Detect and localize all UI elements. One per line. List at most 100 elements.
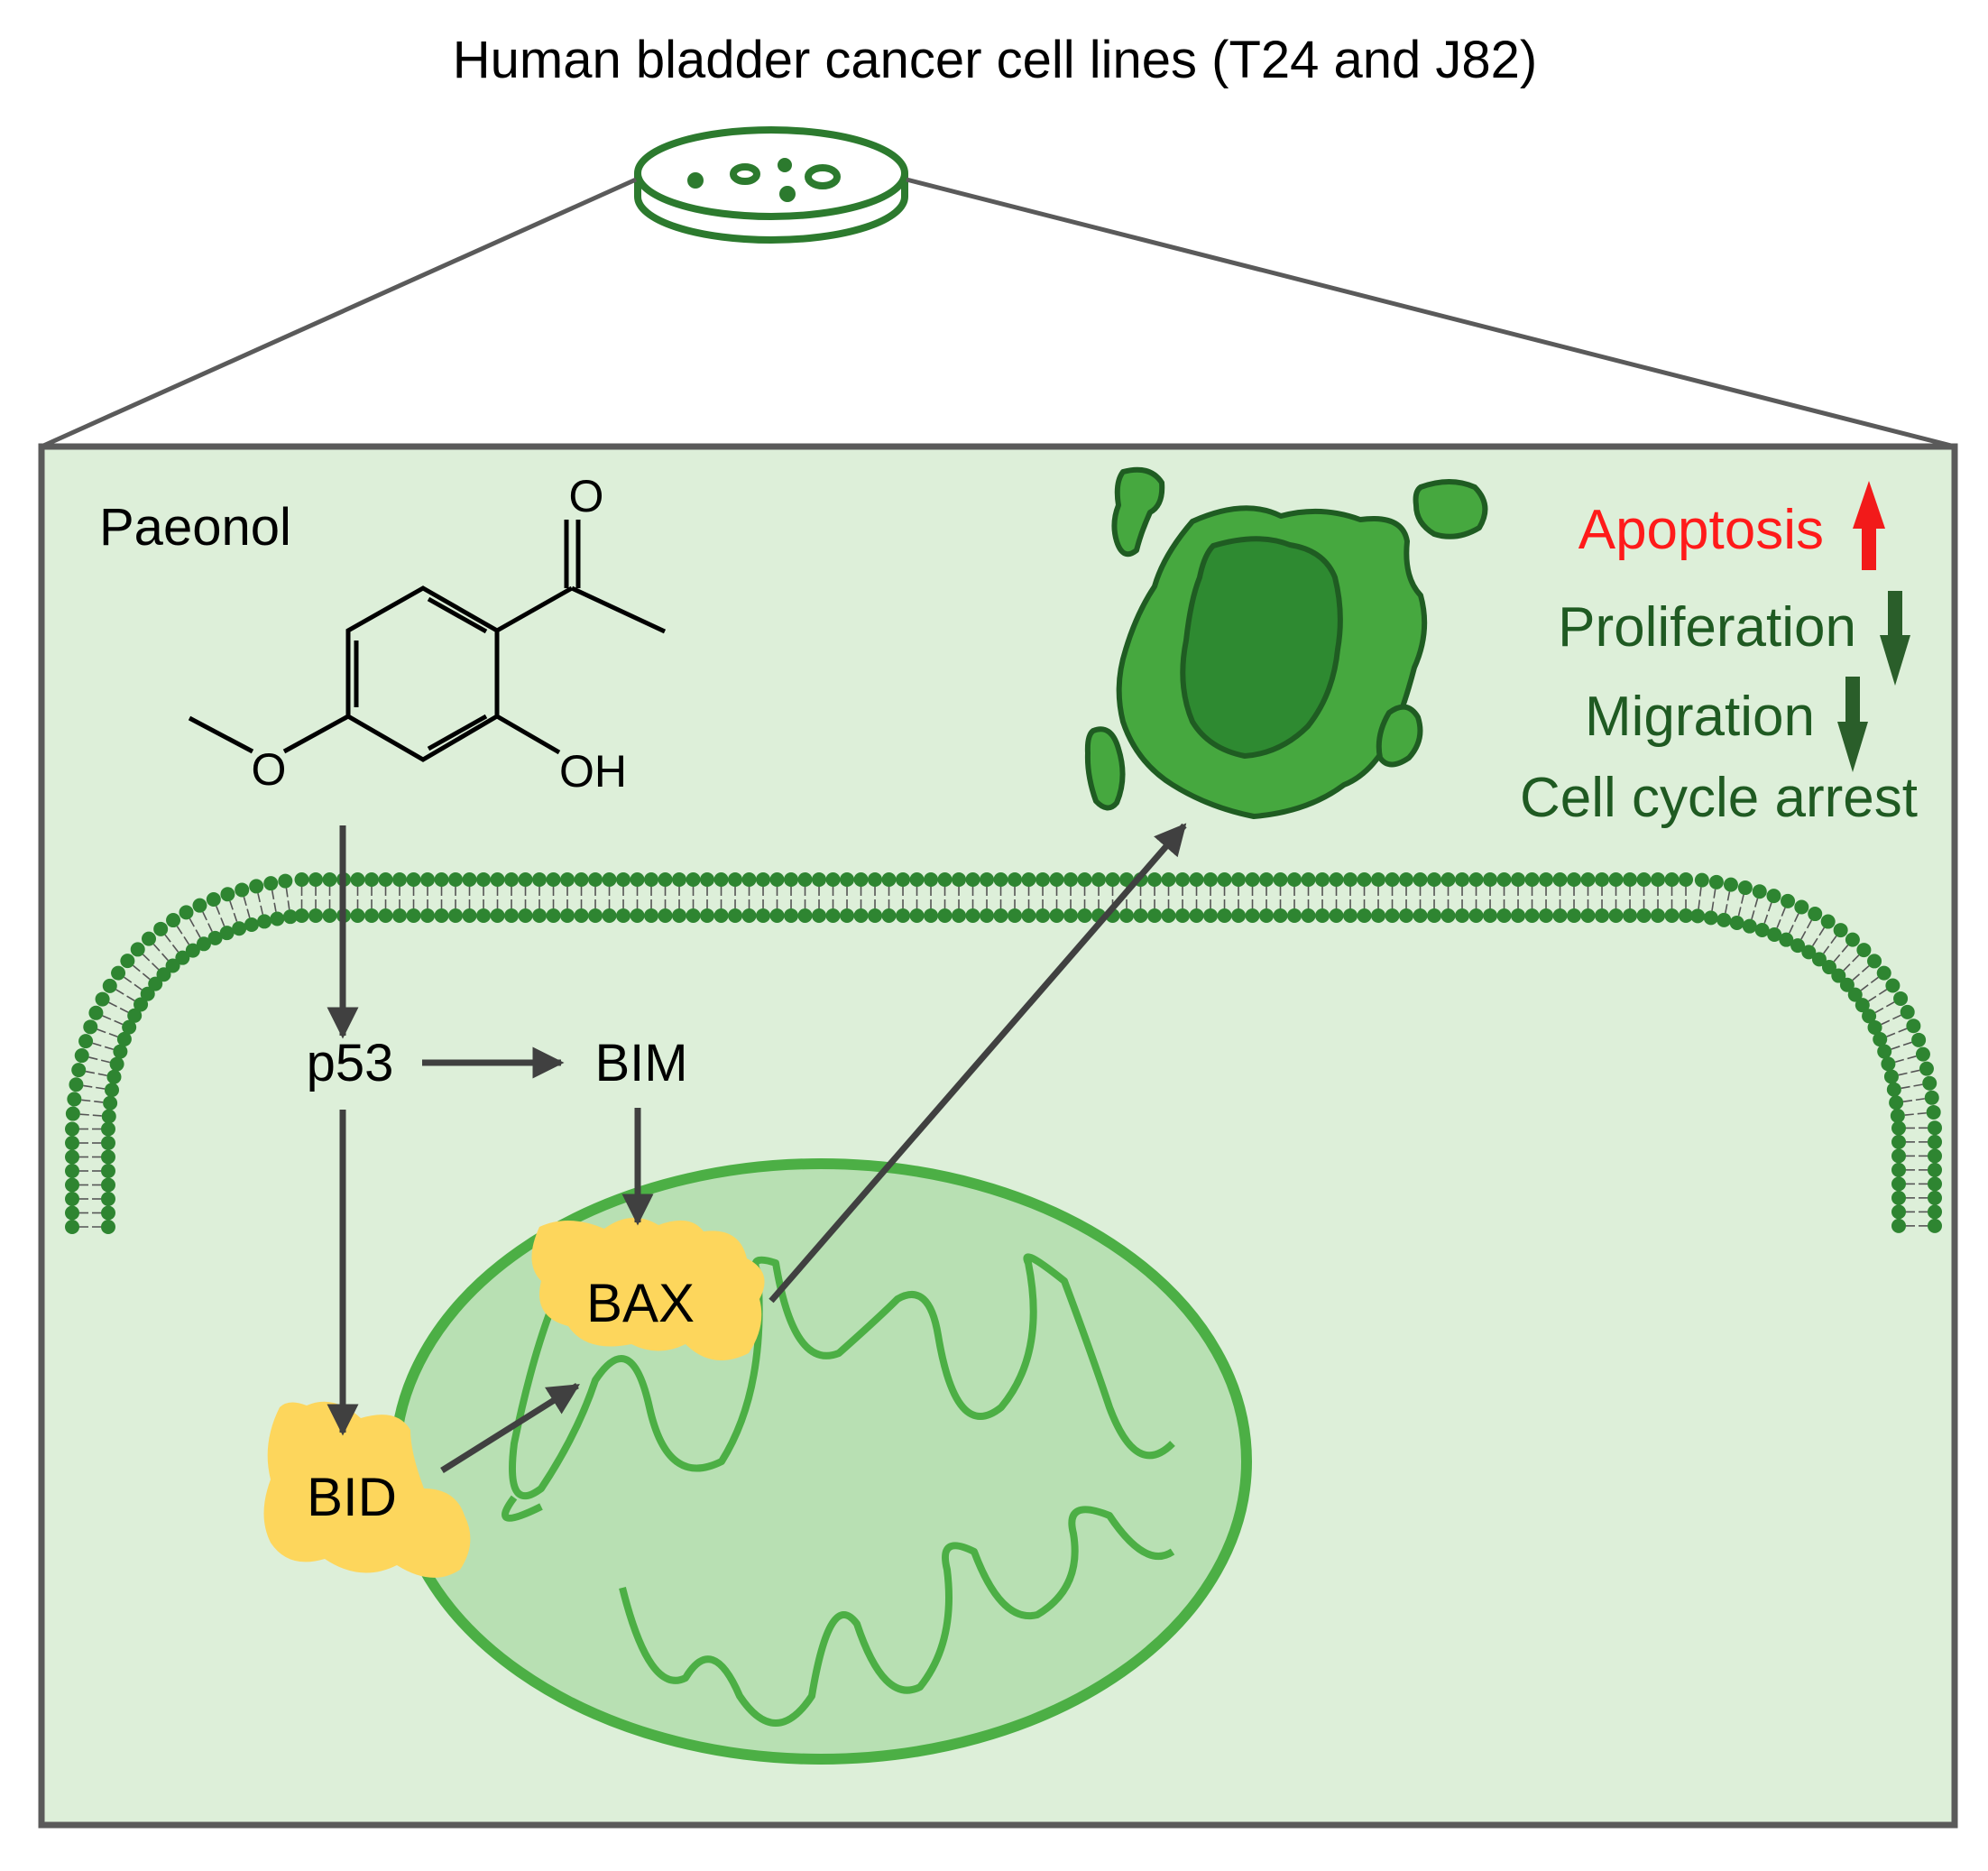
lipid-head: [1246, 908, 1260, 923]
lipid-head: [519, 872, 533, 887]
lipid-head: [1371, 908, 1385, 923]
lipid-head: [812, 872, 826, 887]
lipid-head: [1928, 1163, 1942, 1177]
lipid-head: [476, 872, 491, 887]
lipid-head: [770, 908, 785, 923]
lipid-head: [142, 932, 156, 946]
lipid-head: [1665, 872, 1680, 887]
lipid-head: [192, 899, 207, 913]
lipid-head: [476, 908, 491, 923]
lipid-head: [1743, 919, 1757, 934]
lipid-head: [1553, 908, 1568, 923]
lipid-head: [658, 872, 673, 887]
lipid-head: [504, 872, 519, 887]
lipid-head: [101, 1164, 115, 1178]
lipid-head: [270, 912, 284, 926]
lipid-head: [1567, 872, 1581, 887]
lipid-head: [1343, 908, 1358, 923]
lipid-head: [728, 872, 742, 887]
lipid-head: [644, 872, 658, 887]
lipid-head: [1399, 872, 1413, 887]
lipid-head: [1427, 872, 1441, 887]
lipid-head: [1287, 908, 1302, 923]
lipid-head: [1581, 872, 1596, 887]
lipid-head: [1595, 872, 1609, 887]
lipid-head: [101, 1220, 115, 1234]
lipid-head: [924, 872, 938, 887]
lipid-head: [1781, 894, 1795, 908]
lipid-head: [1928, 1204, 1942, 1219]
lipid-head: [448, 908, 463, 923]
lipid-head: [1637, 872, 1652, 887]
lipid-head: [65, 1220, 79, 1234]
lipid-tail: [94, 1101, 103, 1102]
lipid-head: [1891, 1176, 1906, 1191]
lipid-head: [101, 1150, 115, 1165]
lipid-head: [1704, 910, 1718, 925]
lipid-head: [700, 872, 714, 887]
lipid-head: [71, 1063, 86, 1077]
lipid-head: [700, 908, 714, 923]
lipid-head: [588, 872, 603, 887]
lipid-head: [1539, 908, 1553, 923]
lipid-head: [1922, 1076, 1937, 1091]
lipid-head: [103, 979, 117, 993]
lipid-head: [826, 908, 841, 923]
lipid-head: [323, 908, 337, 923]
lipid-head: [1063, 872, 1078, 887]
lipid-head: [1766, 889, 1781, 903]
lipid-head: [840, 908, 854, 923]
lipid-head: [1623, 908, 1637, 923]
lipid-head: [1877, 966, 1891, 981]
lipid-head: [1259, 872, 1274, 887]
lipid-head: [65, 1122, 79, 1137]
lipid-head: [379, 908, 393, 923]
lipid-head: [658, 908, 673, 923]
lipid-head: [257, 914, 272, 928]
lipid-head: [603, 908, 617, 923]
lipid-head: [798, 908, 813, 923]
lipid-head: [65, 1150, 79, 1165]
lipid-head: [1287, 872, 1302, 887]
lipid-head: [1008, 872, 1022, 887]
lipid-head: [1147, 872, 1162, 887]
lipid-head: [295, 908, 309, 923]
figure-title: Human bladder cancer cell lines (T24 and…: [453, 31, 1538, 89]
lipid-head: [560, 908, 575, 923]
lipid-head: [1821, 915, 1836, 929]
lipid-head: [435, 872, 449, 887]
lipid-head: [714, 908, 729, 923]
lipid-head: [1901, 1005, 1915, 1019]
lipid-head: [244, 917, 259, 932]
lipid-head: [1511, 872, 1525, 887]
lipid-head: [1609, 908, 1624, 923]
lipid-head: [1190, 908, 1204, 923]
lipid-head: [96, 992, 110, 1007]
lipid-head: [1330, 872, 1344, 887]
lipid-head: [1567, 908, 1581, 923]
lipid-head: [75, 1048, 89, 1063]
lipid-head: [1906, 1018, 1920, 1033]
methoxy-oxygen-label: O: [252, 744, 287, 795]
carbonyl-oxygen-label: O: [569, 471, 604, 521]
lipid-head: [1911, 1033, 1926, 1047]
lipid-head: [1753, 884, 1767, 899]
lipid-head: [1609, 872, 1624, 887]
lipid-head: [101, 1136, 115, 1150]
lipid-head: [1246, 872, 1260, 887]
lipid-head: [420, 872, 435, 887]
lipid-head: [1330, 908, 1344, 923]
lipid-head: [1427, 908, 1441, 923]
lipid-head: [67, 1092, 81, 1106]
lipid-head: [938, 908, 953, 923]
lipid-head: [111, 966, 125, 981]
lipid-head: [83, 1019, 97, 1034]
lipid-head: [910, 872, 925, 887]
lipid-head: [1690, 908, 1705, 923]
lipid-head: [65, 1164, 79, 1178]
lipid-head: [131, 942, 145, 956]
zoom-line-left: [41, 180, 636, 447]
lipid-head: [278, 874, 292, 889]
lipid-head: [1358, 872, 1372, 887]
